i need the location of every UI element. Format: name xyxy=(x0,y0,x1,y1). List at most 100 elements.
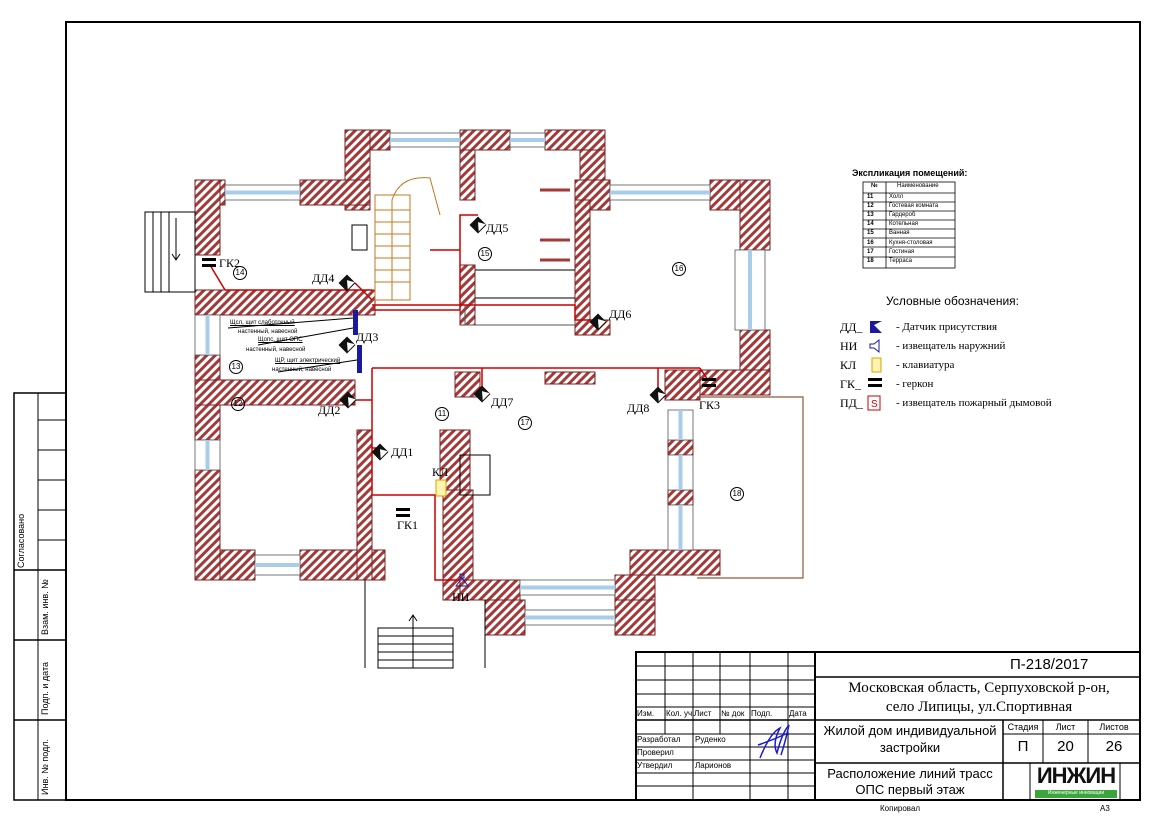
device-label-dd3: ДД3 xyxy=(356,330,379,344)
approval-role: Проверил xyxy=(637,748,674,757)
staircase xyxy=(374,177,441,301)
wall-segment xyxy=(544,129,606,151)
wall-segment xyxy=(459,149,476,201)
porch-stairs xyxy=(144,211,486,669)
wall-segment xyxy=(219,549,256,581)
device-label-dd4: ДД4 xyxy=(312,271,335,285)
revision-column-header: Дата xyxy=(789,709,807,718)
device-label-dd1: ДД1 xyxy=(391,445,414,459)
electric-panel xyxy=(357,345,362,373)
low-current-panel-label-2: настенный, навесной xyxy=(238,329,298,335)
explication-table-grid xyxy=(862,181,956,269)
wall-segment xyxy=(194,179,221,256)
reed-switch-icon xyxy=(702,384,716,387)
device-label-gk3: ГК3 xyxy=(699,398,720,412)
wall-segment xyxy=(459,264,476,326)
wall-segment xyxy=(194,379,356,406)
company-logo-subtitle: Инженерные инновации xyxy=(1035,790,1117,798)
wall-segment xyxy=(614,574,656,601)
sheet-label: Лист xyxy=(1055,722,1076,732)
wall-segment xyxy=(664,369,701,401)
explication-header-name: Наименование xyxy=(897,183,939,189)
legend-text: - извещатель пожарный дымовой xyxy=(896,397,1052,409)
explication-room-number: 12 xyxy=(867,203,874,210)
explication-room-name: Холл xyxy=(889,194,904,200)
room-number-14: 14 xyxy=(233,266,247,280)
legend-code: ПД_ xyxy=(840,396,863,410)
wall-segment xyxy=(356,429,373,581)
sheet-value: 20 xyxy=(1057,738,1074,755)
left-stamp-strip xyxy=(13,392,67,801)
reed-switches xyxy=(202,258,716,517)
presence-sensor-icon xyxy=(371,443,389,461)
alarm-panel-label: Щопс, щит ОПС xyxy=(258,337,303,343)
sheets-value: 26 xyxy=(1105,738,1123,755)
copied-label: Копировал xyxy=(880,804,921,813)
wall-segment xyxy=(699,369,771,396)
explication-room-number: 17 xyxy=(867,248,874,255)
revision-column-header: Изм. xyxy=(637,709,655,718)
outdoor-siren-icon xyxy=(869,338,880,354)
legend-code: НИ xyxy=(840,339,858,353)
approval-name: Ларионов xyxy=(695,761,732,770)
device-label-ni: НИ xyxy=(452,590,470,604)
room-number-11: 11 xyxy=(435,407,449,421)
svg-text:S: S xyxy=(871,399,878,410)
legend-code: ДД_ xyxy=(840,320,863,334)
explication-room-name: Котельная xyxy=(889,221,919,228)
wall-segment xyxy=(484,599,526,636)
wall-segment xyxy=(614,599,656,636)
device-label-dd7: ДД7 xyxy=(491,395,514,409)
legend-icons: S xyxy=(867,321,882,411)
sign-date-label: Подп. и дата xyxy=(40,661,50,715)
wall-segment xyxy=(574,199,591,331)
electric-panel-label: ЩР, щит электрический xyxy=(275,358,341,364)
revision-column-header: № док xyxy=(721,709,745,718)
sheet-title-1: Расположение линий трасс xyxy=(827,766,993,781)
sheets-label: Листов xyxy=(1099,722,1129,732)
object-name-1: Жилой дом индивидуальной xyxy=(823,723,997,738)
explication-room-name: Гардероб xyxy=(889,212,916,219)
explication-room-number: 13 xyxy=(867,212,874,219)
device-label-kl: КЛ xyxy=(432,465,449,479)
explication-room-number: 11 xyxy=(867,194,874,200)
revision-column-header: Лист xyxy=(694,709,712,718)
approval-role: Разработал xyxy=(637,735,681,744)
legend-code: ГК_ xyxy=(840,377,861,391)
panel-leaders xyxy=(227,317,358,373)
sheet-title-2: ОПС первый этаж xyxy=(855,782,965,797)
reed-switch-icon xyxy=(396,514,410,517)
wall-segment xyxy=(739,179,771,251)
keypad-icon xyxy=(871,357,882,373)
replace-inv-label: Взам. инв. № xyxy=(40,579,50,635)
explication-room-number: 14 xyxy=(867,221,874,228)
wall-segment xyxy=(544,371,596,385)
presence-sensor-icon xyxy=(649,386,667,404)
explication-room-number: 18 xyxy=(867,257,874,264)
presence-sensor-icon xyxy=(338,336,356,354)
keypad-icon xyxy=(435,479,447,497)
wall-segment xyxy=(459,129,511,151)
presence-sensor-icon xyxy=(469,216,487,234)
address-line-1: Московская область, Серпуховской р-он, xyxy=(848,680,1110,696)
legend-code: КЛ xyxy=(840,358,857,372)
explication-room-name: Гостиная xyxy=(889,248,915,255)
approval-name: Руденко xyxy=(695,735,726,744)
device-label-dd8: ДД8 xyxy=(627,401,650,415)
low-current-panel xyxy=(353,310,358,335)
title-block-grid xyxy=(635,651,1141,801)
device-label-dd6: ДД6 xyxy=(609,307,632,321)
presence-sensor-icon xyxy=(338,274,356,292)
alarm-panel-label-2: настенный, навесной xyxy=(246,347,306,353)
device-label-dd2: ДД2 xyxy=(318,403,341,417)
explication-title: Экспликация помещений: xyxy=(852,168,968,178)
room-number-16: 16 xyxy=(672,262,686,276)
revision-column-header: Кол. уч. xyxy=(666,709,695,718)
legend-text: - извещатель наружний xyxy=(896,340,1006,352)
wall-segment xyxy=(299,179,371,206)
stage-label: Стадия xyxy=(1007,722,1039,732)
inv-orig-label: Инв. № подл. xyxy=(40,738,50,795)
terrace-outline xyxy=(697,396,804,579)
reed-switch-icon xyxy=(868,378,882,381)
explication-room-name: Гостевая комната xyxy=(889,203,939,210)
